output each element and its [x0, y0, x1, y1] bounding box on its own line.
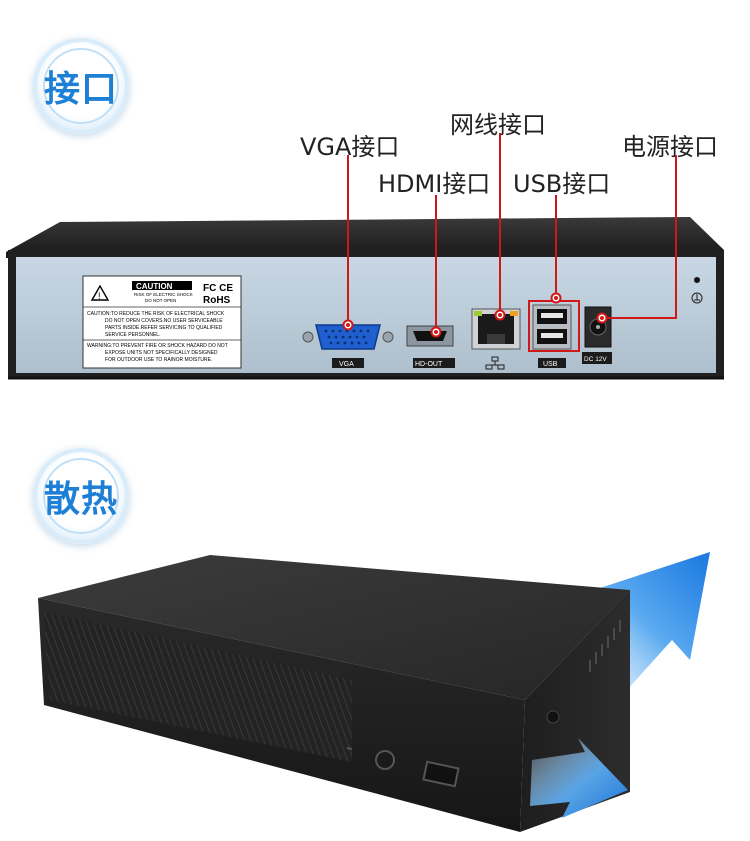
badge-ring — [43, 48, 119, 124]
caution-sub-2: DO NOT OPEN — [145, 298, 176, 303]
section-badge-cooling: 散热 — [33, 448, 129, 544]
warning-line-5: WARNING:TO PREVENT FIRE OR SHOCK HAZARD … — [87, 343, 228, 349]
device-top-cover — [6, 217, 724, 258]
lan-port — [471, 308, 521, 370]
callout-label-vga: VGA接口 — [300, 133, 400, 161]
section-badge-interface: 接口 — [33, 38, 129, 134]
side-vents — [589, 620, 621, 672]
caution-label: ! CAUTION RISK OF ELECTRIC SHOCK DO NOT … — [82, 275, 242, 369]
callout-lines — [347, 133, 677, 332]
vga-port: VGA — [302, 324, 394, 368]
port-label-power: DC 12V — [584, 356, 607, 363]
nvr-angled-view — [38, 552, 710, 832]
callout-label-lan: 网线接口 — [450, 111, 546, 139]
airflow-arrow-down — [530, 738, 628, 818]
cert-fc-ce: FC CE — [203, 283, 233, 294]
svg-text:!: ! — [98, 291, 101, 301]
badge-ring — [43, 458, 119, 534]
caution-title: CAUTION — [136, 282, 173, 291]
section-title-cooling: 散热 — [43, 479, 118, 520]
device-vent-grille — [44, 612, 352, 762]
warning-line-2: DO NOT OPEN COVERS.NO USER SERVICEABLE — [105, 318, 223, 324]
front-usb-slot — [422, 760, 460, 788]
caution-sub-1: RISK OF ELECTRIC SHOCK — [134, 292, 193, 297]
side-port — [546, 710, 560, 724]
usb-ports: USB — [528, 300, 580, 368]
warning-line-3: PARTS INSIDE.REFER SERVICING TO QUALIFIE… — [105, 325, 223, 331]
callout-label-usb: USB接口 — [513, 170, 611, 198]
callout-label-power: 电源接口 — [622, 133, 718, 161]
ground-screw — [691, 277, 703, 304]
warning-line-4: SERVICE PERSONNEL. — [105, 332, 160, 338]
warning-line-6: EXPOSE UNITS NOT SPECIFICALLY DESIGNED — [105, 350, 218, 356]
power-button — [375, 750, 395, 770]
power-port: DC 12V — [582, 306, 612, 364]
port-label-usb: USB — [543, 361, 558, 368]
port-label-hdmi: HD-OUT — [415, 361, 443, 368]
device-lid — [38, 555, 630, 700]
hdmi-port: HD-OUT — [406, 325, 455, 368]
callout-label-hdmi: HDMI接口 — [378, 170, 491, 198]
section-title-interface: 接口 — [43, 69, 118, 110]
nvr-rear-panel: ! CAUTION RISK OF ELECTRIC SHOCK DO NOT … — [6, 133, 724, 380]
cert-rohs: RoHS — [203, 295, 231, 306]
port-label-vga: VGA — [339, 361, 354, 368]
warning-line-1: CAUTION:TO REDUCE THE RISK OF ELECTRICAL… — [87, 311, 225, 317]
warning-line-7: FOR OUTDOOR USE TO RAINOR MOISTURE. — [105, 357, 212, 363]
